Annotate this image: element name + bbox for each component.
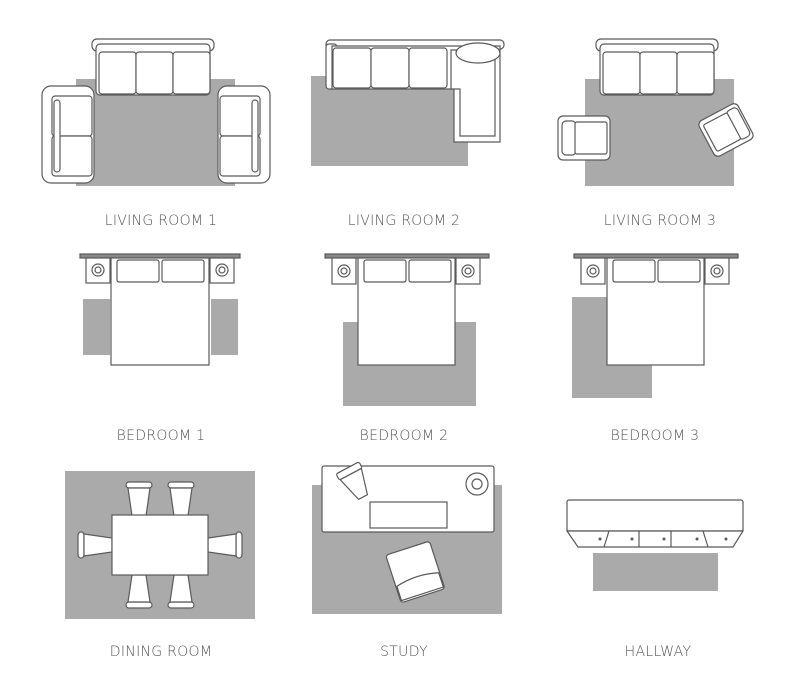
nightstand-left: [580, 257, 606, 285]
plan-dining-room: [65, 471, 255, 619]
bed: [110, 257, 210, 366]
nightstand-right: [209, 257, 235, 284]
chair-right: [207, 531, 243, 559]
nightstand-left: [85, 257, 111, 284]
label-study: STUDY: [380, 644, 428, 660]
rug: [593, 553, 718, 591]
console-cabinet: [565, 499, 745, 548]
label-dining-room: DINING ROOM: [109, 644, 213, 660]
headboard: [79, 253, 241, 259]
armchair-right: [217, 85, 271, 184]
office-chair: [385, 541, 445, 603]
label-living-room-2: LIVING ROOM 2: [347, 213, 461, 229]
desk: [321, 461, 495, 533]
chair-top-right: [167, 481, 195, 517]
bed: [606, 257, 705, 366]
plan-bedroom-2: [324, 253, 490, 406]
label-living-room-3: LIVING ROOM 3: [603, 213, 717, 229]
armchair-right: [698, 103, 754, 157]
plan-bedroom-3: [572, 253, 739, 398]
sectional-sofa: [325, 39, 505, 143]
plan-study: [312, 461, 502, 614]
label-bedroom-2: BEDROOM 2: [359, 428, 449, 444]
chair-left: [77, 531, 113, 559]
plan-bedroom-1: [79, 253, 241, 366]
rug-right: [211, 299, 238, 355]
sofa: [91, 38, 215, 96]
rug-left: [83, 299, 110, 355]
dining-table: [111, 514, 209, 576]
label-bedroom-1: BEDROOM 1: [116, 428, 206, 444]
nightstand-left: [331, 257, 357, 285]
armchair-left: [41, 85, 95, 184]
rug: [76, 79, 235, 186]
plan-living-room-2: [311, 39, 505, 166]
lamp: [336, 461, 369, 501]
label-hallway: HALLWAY: [624, 644, 692, 660]
headboard: [324, 253, 490, 259]
nightstand-right: [455, 257, 481, 285]
plan-living-room-3: [557, 38, 754, 186]
plan-living-room-1: [41, 38, 271, 186]
bed: [357, 257, 456, 366]
chair-bottom-left: [125, 574, 153, 609]
rug: [311, 76, 468, 166]
chair-top-left: [125, 481, 153, 517]
plan-hallway: [565, 499, 745, 591]
sofa: [595, 38, 719, 96]
label-bedroom-3: BEDROOM 3: [610, 428, 700, 444]
label-living-room-1: LIVING ROOM 1: [104, 213, 218, 229]
armchair-left: [557, 115, 611, 161]
nightstand-right: [704, 257, 730, 285]
headboard: [573, 253, 739, 259]
